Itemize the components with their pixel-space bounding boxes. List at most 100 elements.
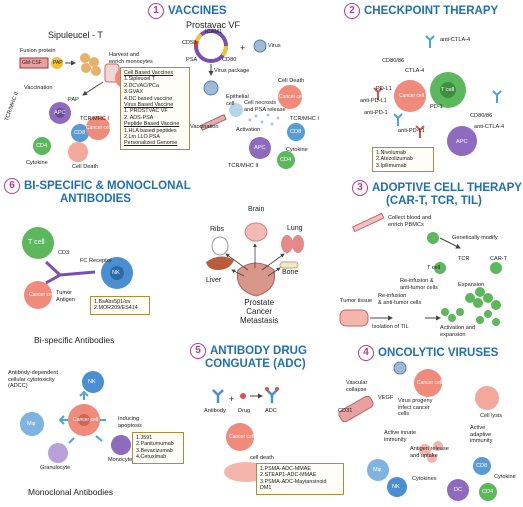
cd8-label: CD8 [74, 130, 86, 136]
cd8b-label: CD8 [290, 129, 302, 135]
section-number: 4 [358, 345, 374, 361]
vaccine-syringe [199, 114, 227, 131]
nk-oncolytic [387, 477, 407, 497]
apc-prostavac [249, 137, 271, 159]
cancer-cell [86, 116, 110, 140]
liver-organ [206, 256, 234, 270]
reinfusion1-label: Re-infusion &anti-tumor cells [400, 278, 438, 291]
antibody-shapes-red [373, 87, 425, 138]
cancer-oncolytic [414, 369, 442, 397]
drug-adc-label: Drug [238, 408, 251, 414]
section-number: 3 [352, 180, 368, 196]
cd4-oncolytic [479, 483, 497, 501]
vaccination2-label: Vaccination [190, 124, 219, 130]
cd8-oncolytic [473, 457, 491, 475]
cytokine-label: Cytokine [26, 160, 48, 166]
virus-label: Virus [268, 43, 281, 49]
modified-tcell [434, 262, 446, 274]
section-title-adc-2: CONGUATE (ADC) [205, 358, 306, 370]
svg-text:+: + [240, 43, 245, 53]
bispecific-list-box: 1.BsAbs5β1/αv 2.MOR209/ES414 [90, 296, 150, 315]
debris [419, 441, 443, 463]
granulocyte-label: Granulocyte [40, 465, 71, 471]
apc-checkpoint-label: APC [456, 139, 468, 145]
liver-label: Liver [206, 277, 222, 284]
tcell-bispecific-label: T cell [28, 239, 45, 246]
cancer-oncolytic-label: Cancer cell [417, 380, 443, 386]
section-title-adoptive-2: (CAR-T, TCR, TIL) [386, 195, 482, 207]
cancer-checkpoint-label: Cancer cell [399, 93, 425, 99]
cytokine2-label: Cytokine [286, 147, 308, 153]
cancer-cell-prostavac [278, 85, 302, 109]
monoclonal-list-box: 1.J591 2.Panitumumab 3.Bevacizumab 4.Cet… [132, 432, 184, 464]
mp-oncolytic-label: Mφ [373, 467, 382, 473]
tumor-tissue-label: Tumor tissue [340, 298, 373, 304]
tcr-mhc2b-label: TCR/MHC II [228, 163, 259, 169]
cancer-adc [226, 423, 254, 451]
brain-label: Brain [248, 206, 265, 213]
cd80-label: CD80 [222, 57, 237, 63]
dc-oncolytic [447, 479, 469, 501]
drug-adc [240, 393, 246, 399]
cancer-oncolytic-2 [475, 386, 499, 410]
ribs-organ [211, 236, 229, 256]
svg-text:+: + [229, 394, 234, 404]
tcr-mhc1b-label: TCR/MHC I [290, 116, 319, 122]
virus-package-label: Virus package [214, 68, 250, 74]
pd1-label: PD-1 [430, 104, 443, 110]
vaccine-list-box: Cell Based Vaccines 1.Sipleucel T 2.DCVA… [120, 67, 190, 150]
expansion-label: Expansion [458, 282, 485, 288]
monocyte [111, 435, 131, 455]
cd31-label: CD31 [338, 408, 353, 414]
tcell-adoptive-label: T cell [427, 265, 441, 271]
cancer-bispecific [24, 281, 52, 309]
cancer-checkpoint [394, 80, 426, 112]
apc-checkpoint [447, 126, 477, 156]
fusion-protein-label: Fusion protein [20, 48, 56, 54]
apc-label: APC [54, 110, 66, 116]
epithelial-cell [229, 103, 243, 117]
cancer-adc-label: Cancer cell [229, 434, 255, 440]
cd8-cell-prostavac [287, 123, 305, 141]
adc-list-box: 1.PSMA-ADC-MMAE 2.STEAP1-ADC-MMAE 3.PSMA… [256, 463, 344, 495]
anti-pdl1-label: anti-PD-L1 [360, 98, 387, 104]
pbmc-cell [427, 232, 439, 244]
activation-label: Activation [236, 127, 261, 133]
mp-monoclonal [20, 412, 44, 436]
monoclonal-caption: Monoclonal Antibodies [28, 487, 114, 497]
cell-death-adc-label: cell death [250, 455, 274, 461]
vaccination-label: Vaccination [24, 85, 53, 91]
cart-label: CAR-T [490, 256, 508, 262]
mp-label: Mφ [27, 421, 36, 427]
psa-label: PSA [186, 57, 198, 63]
cancer-cell-label: Cancer cell [86, 125, 112, 131]
antibody-shapes [393, 35, 502, 126]
sipuleucel-title: Sipuleucel - T [48, 30, 103, 40]
icam1-label: ICAM1 [205, 29, 223, 35]
anti-ctla4-label: anti-CTLA-4 [440, 37, 471, 43]
cd80-86-label: CD80/86 [382, 58, 405, 64]
lysis-label: Cell lysis [480, 413, 503, 419]
isolation-label: Isolation of TIL [372, 324, 409, 330]
cancer-cell-prostavac-label: Cancer cell [279, 94, 305, 100]
cd58-label: CD58 [182, 40, 197, 46]
cell-death-label: Cell Death [72, 164, 99, 170]
bone-organ [279, 261, 299, 269]
cd4b-label: CD4 [280, 157, 292, 163]
virus-particle [253, 39, 267, 53]
lung-organ [281, 235, 304, 253]
tcell-checkpoint-label: T cell [441, 87, 455, 93]
prostate-organ [236, 262, 276, 297]
anti-pdl1-2-label: anti-PD-L1 [398, 128, 425, 134]
cytokines-label: Cytokines [412, 476, 437, 482]
prostavac-title: Prostavac VF [186, 20, 241, 30]
